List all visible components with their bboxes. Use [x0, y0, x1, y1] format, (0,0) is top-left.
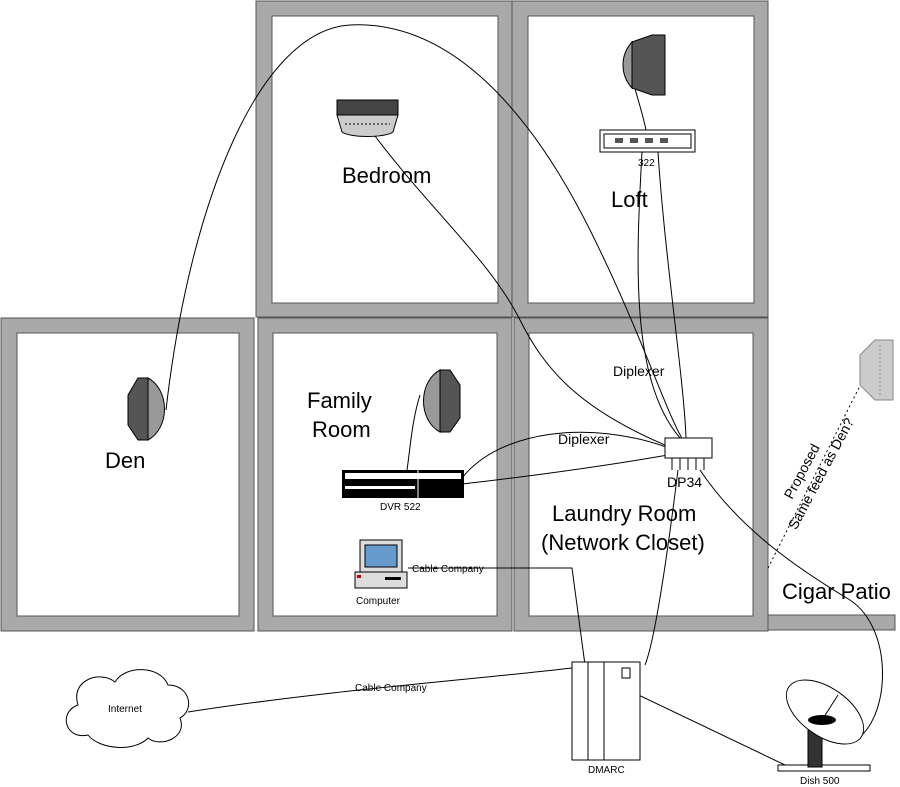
- family-tv-icon: [423, 369, 461, 433]
- loft-label: Loft: [611, 187, 648, 212]
- dmarc-cabinet-icon: [571, 661, 641, 761]
- den-label: Den: [105, 448, 145, 473]
- computer-icon: [354, 539, 408, 589]
- patio-wall: [767, 614, 896, 631]
- bedroom-label: Bedroom: [342, 163, 431, 188]
- internet-label: Internet: [108, 704, 142, 715]
- laundry-room-label-line2: (Network Closet): [541, 530, 705, 555]
- room-bedroom: [255, 0, 513, 318]
- dp34-multiswitch-icon: [664, 437, 713, 470]
- dish-label: Dish 500: [800, 776, 840, 787]
- internet-cloud-icon: [65, 669, 189, 748]
- cigar-patio-label: Cigar Patio: [782, 579, 891, 604]
- diplexer-label-1: Diplexer: [613, 363, 665, 379]
- cable-company-label-1: Cable Company: [412, 564, 484, 575]
- room-laundry: [513, 317, 769, 632]
- computer-label: Computer: [356, 596, 401, 607]
- modem-322-icon: [599, 129, 696, 153]
- laundry-room-label-line1: Laundry Room: [552, 501, 696, 526]
- dvr-label: DVR 522: [380, 502, 421, 513]
- proposed-note: Proposed Same feed as Den?: [781, 415, 857, 532]
- diplexer-label-2: Diplexer: [558, 431, 610, 447]
- room-den: [0, 317, 255, 632]
- dish-500-icon: [777, 679, 871, 772]
- dvr-522-icon: [342, 470, 464, 498]
- model-322-label: 322: [638, 158, 655, 169]
- family-room-label-line1: Family: [307, 388, 372, 413]
- bedroom-dish-receiver-icon: [336, 99, 399, 137]
- dmarc-label: DMARC: [588, 765, 625, 776]
- family-room-label-line2: Room: [312, 417, 371, 442]
- den-tv-icon: [127, 377, 165, 441]
- cable-company-label-2: Cable Company: [355, 683, 427, 694]
- dp34-label: DP34: [667, 474, 702, 490]
- loft-tv-icon: [622, 34, 666, 96]
- patio-tv-proposed-icon: [859, 339, 894, 401]
- wiring: [165, 24, 883, 766]
